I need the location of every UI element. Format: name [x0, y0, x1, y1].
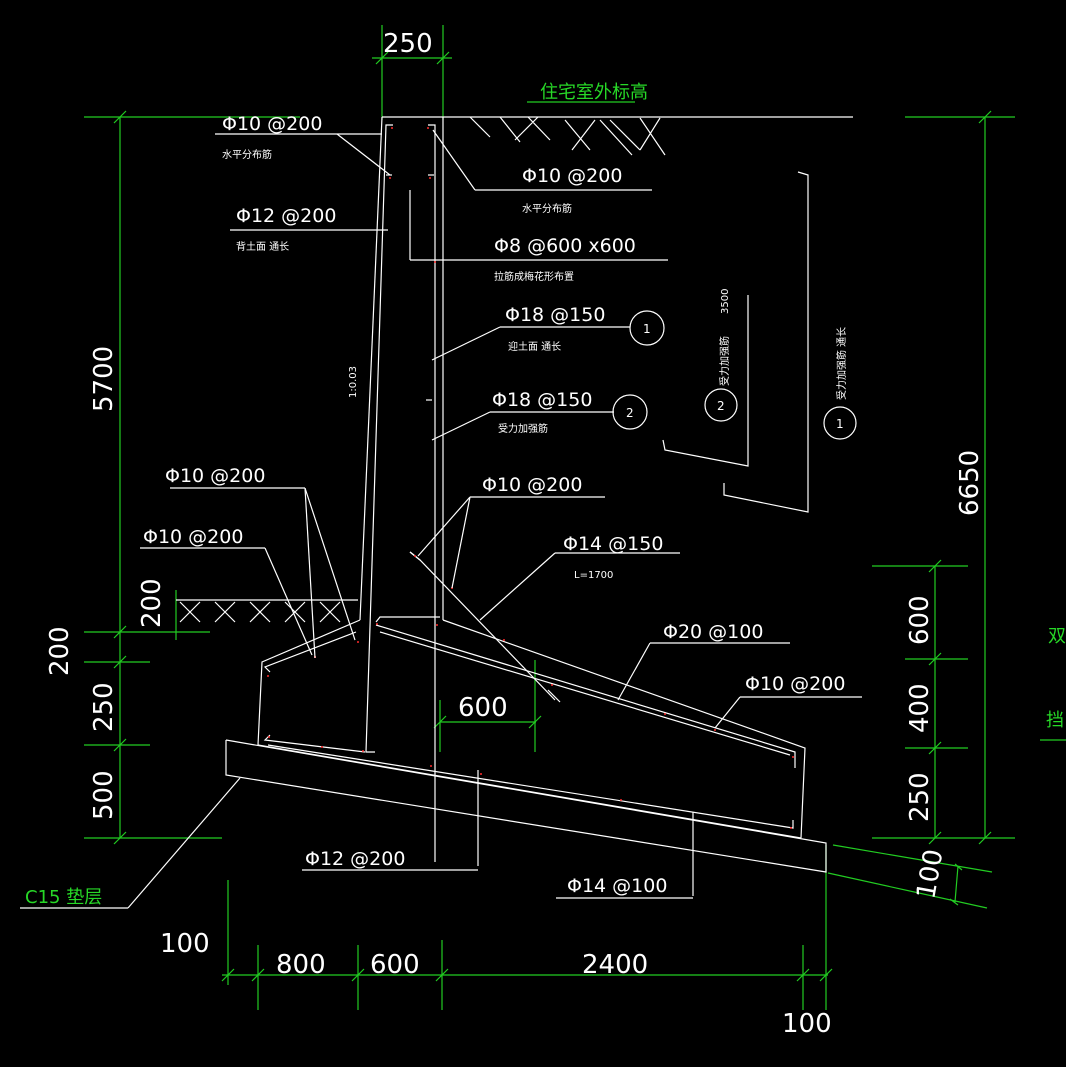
dim-bottom-2400: 2400 [582, 950, 648, 980]
base-bottom-1-rebar: Φ12 @200 [305, 848, 405, 870]
dim-cushion-100: 100 [911, 847, 949, 901]
bar-detail [612, 171, 857, 513]
heel-top-rebar: Φ20 @100 [663, 621, 763, 643]
dimension-lines [84, 25, 1066, 1010]
dim-right-600: 600 [905, 595, 935, 645]
base-left-2-rebar: Φ10 @200 [143, 526, 243, 548]
dim-left-200-backfill: 200 [137, 578, 167, 628]
main-bar-1-mark: 1 [643, 322, 651, 336]
dim-bottom-100-left: 100 [160, 929, 210, 959]
dim-bottom-800: 800 [276, 950, 326, 980]
dim-right-total: 6650 [955, 450, 985, 516]
main-bar-1-desc: 迎土面 通长 [508, 340, 561, 353]
main-bar-2-rebar: Φ18 @150 [492, 389, 592, 411]
dim-left-total: 5700 [89, 346, 119, 412]
dim-bottom-600: 600 [370, 950, 420, 980]
structure-outline [176, 116, 853, 873]
h-dist-bar-front-desc: 水平分布筋 [522, 202, 572, 215]
edge-label-1: 双 [1048, 626, 1066, 647]
haunch-1-rebar: Φ10 @200 [482, 474, 582, 496]
rebar-lines [263, 124, 796, 896]
bar-detail-mark-1: 1 [836, 417, 844, 431]
main-bar-2-mark: 2 [626, 406, 634, 420]
bar-detail-mark-2: 2 [717, 399, 725, 413]
bar-detail-desc-2: 受力加强筋 [718, 336, 731, 386]
dim-left-200: 200 [45, 626, 75, 676]
dim-left-500: 500 [89, 770, 119, 820]
bar-detail-len-2: 3500 [720, 289, 731, 314]
dim-right-400: 400 [905, 683, 935, 733]
back-face-bar-rebar: Φ12 @200 [236, 205, 336, 227]
back-face-bar-desc: 背土面 通长 [236, 240, 289, 253]
edge-label-2: 挡 [1046, 710, 1064, 731]
text-labels: 250 住宅室外标高 Φ10 @200 水平分布筋 Φ10 @200 水平分布筋… [25, 29, 1066, 1039]
cushion-label: C15 垫层 [25, 887, 102, 908]
main-bar-2-desc: 受力加强筋 [498, 422, 548, 435]
h-dist-bar-front-rebar: Φ10 @200 [522, 165, 622, 187]
dim-inner-600: 600 [458, 693, 508, 723]
stem-slope-label: 1:0.03 [348, 366, 359, 398]
base-left-1-rebar: Φ10 @200 [165, 465, 265, 487]
dim-right-250: 250 [905, 772, 935, 822]
main-bar-1-rebar: Φ18 @150 [505, 304, 605, 326]
haunch-2-rebar: Φ14 @150 [563, 533, 663, 555]
wall-width-dim: 250 [383, 29, 433, 59]
dim-left-250: 250 [89, 682, 119, 732]
heel-dist-rebar: Φ10 @200 [745, 673, 845, 695]
tie-bar-rebar: Φ8 @600 x600 [494, 235, 636, 257]
rebar-section-marks [267, 127, 794, 829]
dim-bottom-100-right: 100 [782, 1009, 832, 1039]
h-dist-bar-back-rebar: Φ10 @200 [222, 113, 322, 135]
h-dist-bar-back-desc: 水平分布筋 [222, 148, 272, 161]
base-bottom-2-rebar: Φ14 @100 [567, 875, 667, 897]
haunch-2-length: L=1700 [574, 570, 613, 581]
tie-bar-desc: 拉筋成梅花形布置 [494, 270, 574, 283]
bar-detail-desc-1: 受力加强筋 通长 [835, 327, 848, 400]
leader-lines [20, 129, 862, 909]
outdoor-level-label: 住宅室外标高 [540, 82, 648, 103]
